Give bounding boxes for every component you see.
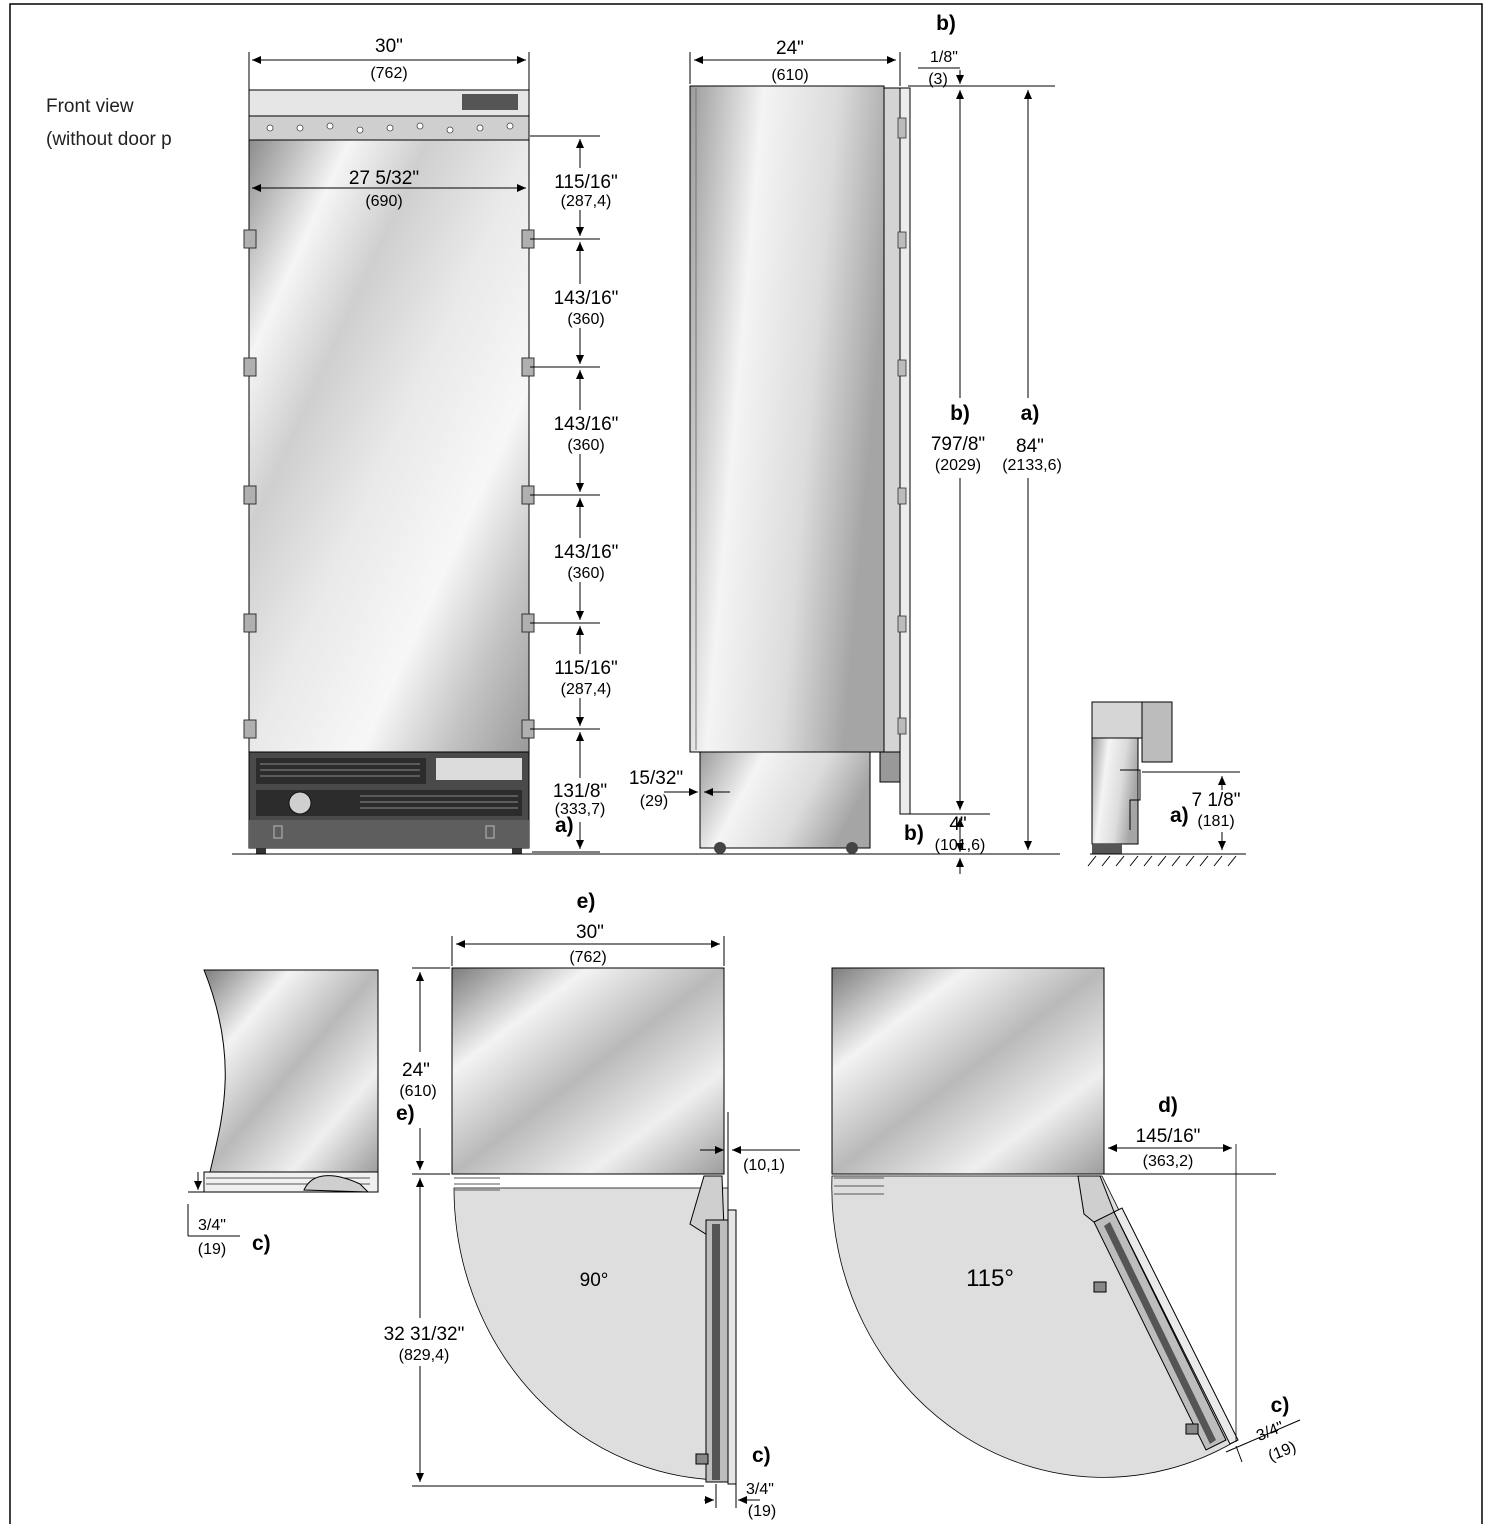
side-door-panel xyxy=(899,87,911,815)
side-key-top: b) xyxy=(936,12,956,35)
hinge-spacing-2-in: 143/16" xyxy=(554,288,619,309)
middle-key-side: e) xyxy=(396,1102,415,1125)
right-key: d) xyxy=(1158,1094,1178,1117)
side-total-key: a) xyxy=(1021,402,1040,425)
front-base-height-mm: (333,7) xyxy=(555,801,606,818)
side-toe-mm: (29) xyxy=(640,793,668,810)
side-panel-height-in: 797/8" xyxy=(931,434,985,455)
left-offset-mm: (19) xyxy=(198,1241,226,1258)
hinge-spacing-5-mm: (287,4) xyxy=(561,681,612,698)
right-panel-key: c) xyxy=(1271,1394,1290,1417)
side-total-height-in: 84" xyxy=(1016,436,1044,457)
front-width-mm: (762) xyxy=(370,65,407,82)
hinge-spacing-2-mm: (360) xyxy=(567,311,604,328)
middle-depth-mm: (610) xyxy=(399,1083,436,1100)
right-cabinet-top xyxy=(831,967,1105,1175)
front-width-in: 30" xyxy=(375,36,403,57)
hinge-spacing-1-mm: (287,4) xyxy=(561,193,612,210)
left-offset-in: 3/4" xyxy=(198,1217,226,1234)
base-detail-view: a) 7 1/8" (181) xyxy=(1087,701,1248,867)
middle-depth-in: 24" xyxy=(402,1060,430,1081)
top-view-left: 3/4" (19) c) xyxy=(187,969,379,1258)
side-toe-in: 15/32" xyxy=(629,768,683,789)
side-depth-mm: (610) xyxy=(771,67,808,84)
middle-cabinet-top xyxy=(451,967,725,1175)
front-door-panel xyxy=(248,139,530,753)
front-view-label-line2: (without door p xyxy=(46,129,172,150)
middle-panel-in: 3/4" xyxy=(746,1481,774,1498)
left-key: c) xyxy=(252,1232,271,1255)
right-clear-in: 145/16" xyxy=(1136,1126,1201,1147)
middle-width-mm: (762) xyxy=(569,949,606,966)
side-view: b) 24" (610) 1/8" (3) b) 797/8" (2029) a… xyxy=(629,12,1074,874)
side-bottom-key: b) xyxy=(904,822,924,845)
side-cabinet xyxy=(689,85,885,753)
right-clear-mm: (363,2) xyxy=(1143,1153,1194,1170)
middle-panel-key: c) xyxy=(752,1444,771,1467)
side-depth-in: 24" xyxy=(776,38,804,59)
hinge-spacing-1-in: 115/16" xyxy=(554,172,617,193)
middle-key-top: e) xyxy=(577,890,596,913)
side-gap-in: 1/8" xyxy=(930,49,958,66)
side-bottom-mm: (101,6) xyxy=(935,837,986,854)
hinge-spacing-3-mm: (360) xyxy=(567,437,604,454)
detail-height-mm: (181) xyxy=(1197,813,1234,830)
middle-width-in: 30" xyxy=(576,922,604,943)
hinge-spacing-3-in: 143/16" xyxy=(554,414,619,435)
middle-angle: 90° xyxy=(580,1270,609,1291)
hinge-spacing-5-in: 115/16" xyxy=(554,658,617,679)
side-panel-height-mm: (2029) xyxy=(935,457,981,474)
right-angle: 115° xyxy=(966,1265,1014,1292)
side-gap-mm: (3) xyxy=(928,71,948,88)
front-inner-width-mm: (690) xyxy=(365,193,402,210)
right-panel-mm: (19) xyxy=(1266,1439,1299,1465)
front-inner-width-in: 27 5/32" xyxy=(349,168,419,189)
side-total-height-mm: (2133,6) xyxy=(1002,457,1062,474)
detail-height-in: 7 1/8" xyxy=(1191,790,1240,811)
front-view-label-line1: Front view xyxy=(46,96,134,117)
swing-90-area xyxy=(453,1187,729,1481)
hinge-spacing-4-in: 143/16" xyxy=(554,542,619,563)
top-view-right: d) 145/16" (363,2) 115° c) 3/4" (19) xyxy=(831,967,1301,1478)
side-panel-key: b) xyxy=(950,402,970,425)
detail-key: a) xyxy=(1170,804,1189,827)
middle-panel-mm: (19) xyxy=(748,1503,776,1520)
front-base-key: a) xyxy=(555,814,574,837)
hinge-spacing-4-mm: (360) xyxy=(567,565,604,582)
middle-swing-mm: (829,4) xyxy=(399,1347,450,1364)
side-bottom-in: 4" xyxy=(949,814,966,835)
front-base-height-in: 131/8" xyxy=(553,781,607,802)
middle-gap-mm: (10,1) xyxy=(743,1157,785,1174)
page-border xyxy=(9,3,1483,1524)
top-view-middle: e) 30" (762) 24" (610) e) (10,1) 32 31/3… xyxy=(380,890,800,1520)
hinge-markers xyxy=(243,229,535,739)
hinge-spacing-labels: 115/16" (287,4) 143/16" (360) 143/16" (3… xyxy=(544,168,620,837)
front-view: Front view (without door p xyxy=(46,36,1060,855)
middle-swing-in: 32 31/32" xyxy=(384,1324,465,1345)
right-panel-in: 3/4" xyxy=(1254,1419,1286,1445)
